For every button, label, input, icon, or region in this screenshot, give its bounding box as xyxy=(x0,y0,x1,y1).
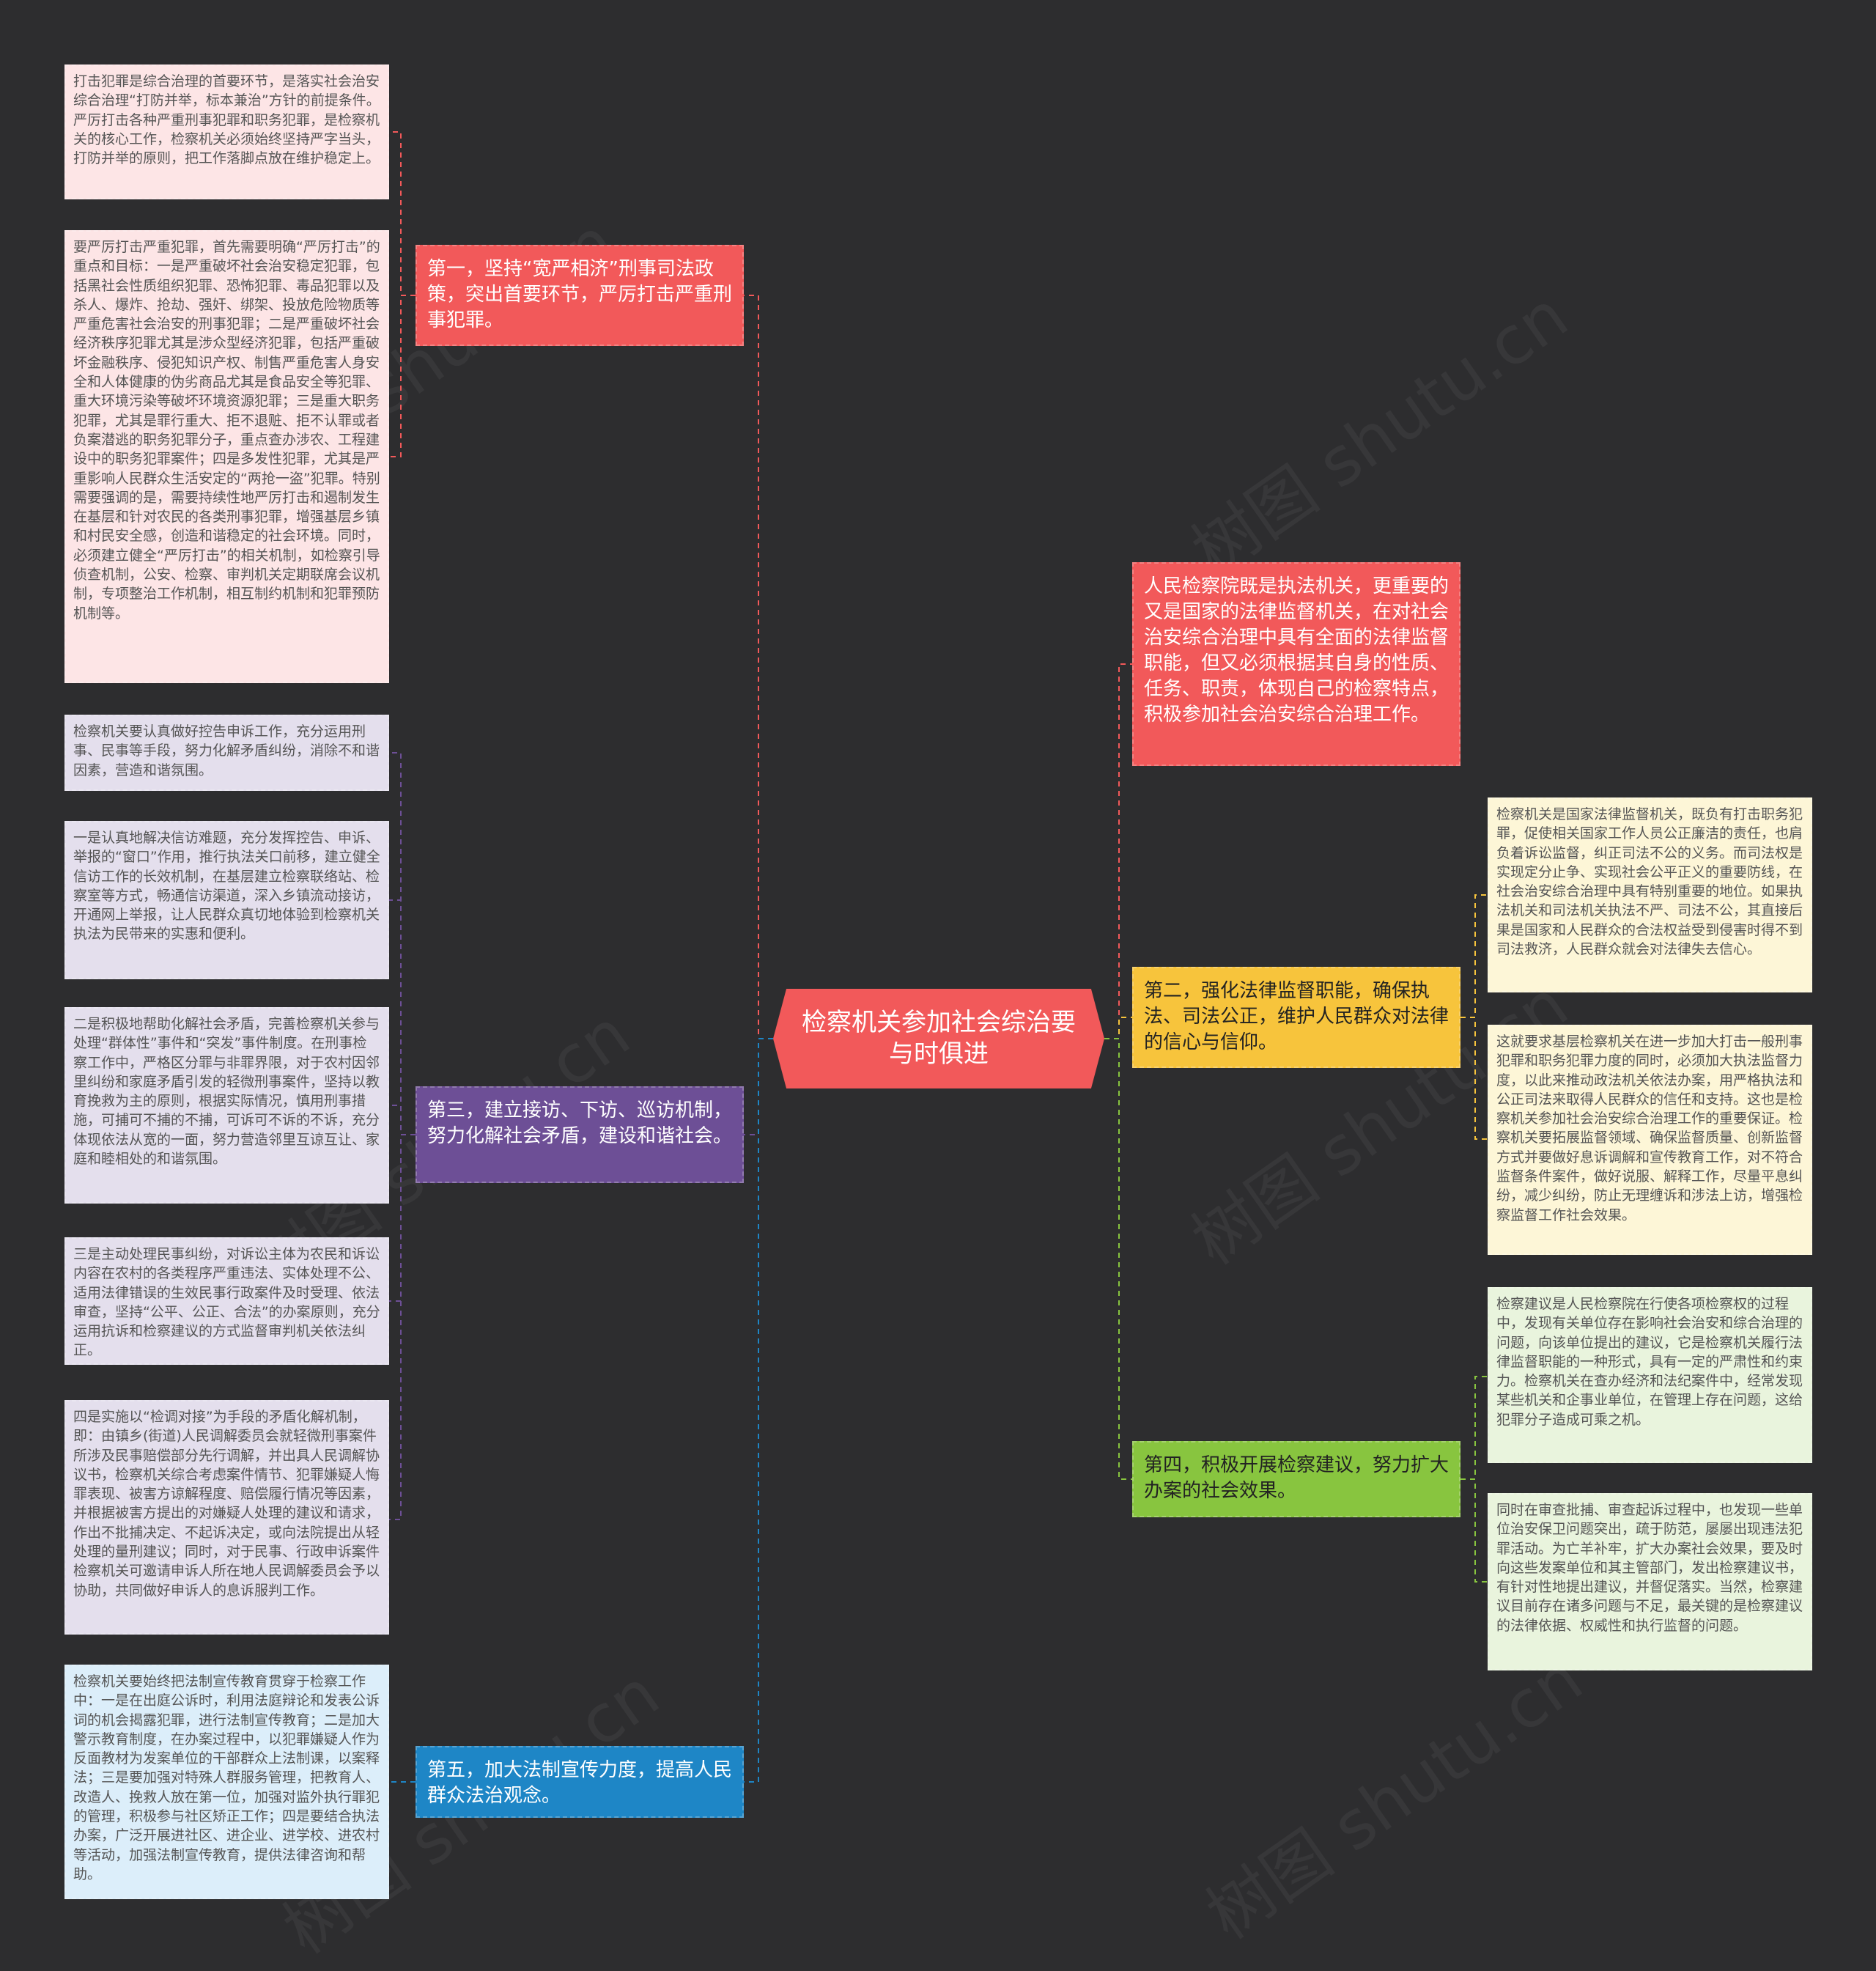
link-central-b5 xyxy=(744,1038,773,1783)
branch-fourth[interactable]: 第四，积极开展检察建议，努力扩大办案的社会效果。 xyxy=(1132,1441,1460,1517)
link-b2-l9 xyxy=(1460,894,1488,1018)
leaf-third-1[interactable]: 检察机关要认真做好控告申诉工作，充分运用刑事、民事等手段，努力化解矛盾纠纷，消除… xyxy=(64,715,389,791)
link-b4-l12 xyxy=(1460,1478,1488,1583)
link-b2-l10 xyxy=(1460,1017,1488,1140)
leaf-first-2[interactable]: 要严厉打击严重犯罪，首先需要明确“严厉打击”的重点和目标：一是严重破坏社会治安稳… xyxy=(64,230,389,683)
leaf-third-3[interactable]: 二是积极地帮助化解社会矛盾，完善检察机关参与处理“群体性”事件和“突发”事件制度… xyxy=(64,1007,389,1204)
leaf-fourth-2[interactable]: 同时在审查批捕、审查起诉过程中，也发现一些单位治安保卫问题突出，疏于防范，屡屡出… xyxy=(1488,1493,1812,1670)
leaf-fifth-1[interactable]: 检察机关要始终把法制宣传教育贯穿于检察工作中：一是在出庭公诉时，利用法庭辩论和发… xyxy=(64,1665,389,1899)
leaf-second-1[interactable]: 检察机关是国家法律监督机关，既负有打击职务犯罪，促使相关国家工作人员公正廉洁的责… xyxy=(1488,797,1812,992)
leaf-second-2[interactable]: 这就要求基层检察机关在进一步加大打击一般刑事犯罪和职务犯罪力度的同时，必须加大执… xyxy=(1488,1025,1812,1255)
branch-third[interactable]: 第三，建立接访、下访、巡访机制，努力化解社会矛盾，建设和谐社会。 xyxy=(416,1086,744,1183)
link-b3-l7 xyxy=(389,1134,416,1520)
branch-second[interactable]: 第二，强化法律监督职能，确保执法、司法公正，维护人民群众对法律的信心与信仰。 xyxy=(1132,967,1460,1068)
leaf-fourth-1[interactable]: 检察建议是人民检察院在行使各项检察权的过程中，发现有关单位存在影响社会治安和综合… xyxy=(1488,1287,1812,1463)
link-central-b3 xyxy=(744,1038,773,1135)
branch-first[interactable]: 第一，坚持“宽严相济”刑事司法政策，突出首要环节，严厉打击严重刑事犯罪。 xyxy=(416,245,744,346)
link-b1-l1 xyxy=(389,131,416,296)
leaf-third-5[interactable]: 四是实施以“检调对接”为手段的矛盾化解机制，即：由镇乡(街道)人民调解委员会就轻… xyxy=(64,1400,389,1635)
central-topic[interactable]: 检察机关参加社会综治要与时俱进 xyxy=(773,989,1104,1088)
link-central-b2 xyxy=(1104,1017,1132,1039)
leaf-third-4[interactable]: 三是主动处理民事纠纷，对诉讼主体为农民和诉讼内容在农村的各类程序严重违法、实体处… xyxy=(64,1237,389,1365)
link-central-b4 xyxy=(1104,1038,1132,1480)
link-b3-l6 xyxy=(389,1134,416,1302)
branch-intro[interactable]: 人民检察院既是执法机关，更重要的又是国家的法律监督机关，在对社会治安综合治理中具… xyxy=(1132,562,1460,766)
link-central-b1 xyxy=(744,295,773,1039)
link-b3-l5 xyxy=(389,1105,416,1135)
leaf-third-2[interactable]: 一是认真地解决信访难题，充分发挥控告、申诉、举报的“窗口”作用，推行执法关口前移… xyxy=(64,821,389,979)
link-b3-l3 xyxy=(389,752,416,1135)
link-b4-l11 xyxy=(1460,1376,1488,1480)
link-central-intro xyxy=(1104,663,1132,1039)
link-b3-l4 xyxy=(389,899,416,1135)
branch-fifth[interactable]: 第五，加大法制宣传力度，提高人民群众法治观念。 xyxy=(416,1746,744,1818)
link-b1-l2 xyxy=(389,295,416,457)
leaf-first-1[interactable]: 打击犯罪是综合治理的首要环节，是落实社会治安综合治理“打防并举，标本兼治”方针的… xyxy=(64,65,389,199)
